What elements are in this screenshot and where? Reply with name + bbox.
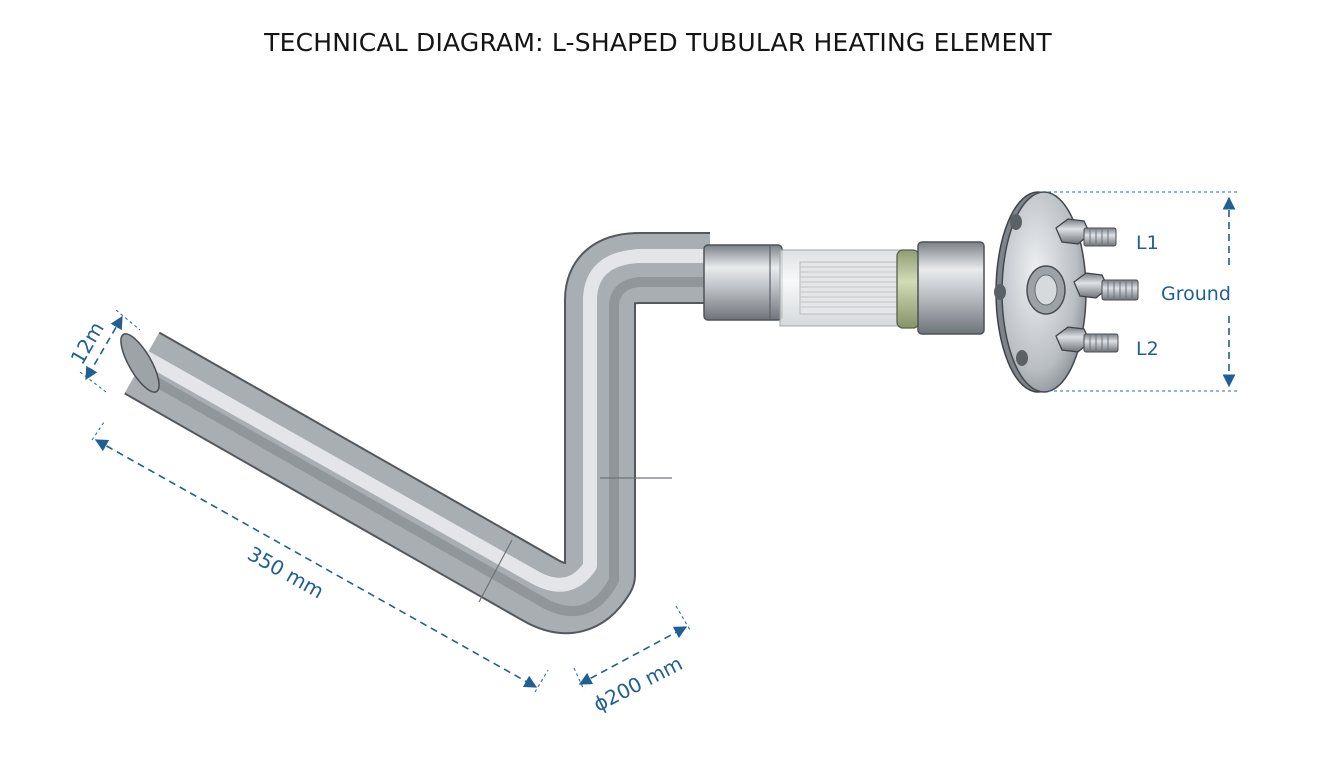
label-l2: L2 (1136, 338, 1159, 360)
straight-length-dimension (91, 421, 549, 693)
label-l1: L1 (1136, 232, 1159, 254)
flange-hole (1010, 214, 1022, 230)
flange-hole (994, 284, 1006, 300)
tube-diameter-dimension (79, 309, 141, 393)
tube-sleeve (703, 244, 783, 321)
terminal-l2 (1055, 326, 1119, 353)
bend-diameter-dimension (573, 605, 691, 691)
terminal-sleeve (917, 241, 985, 335)
terminal-l1 (1055, 218, 1117, 247)
gasket (896, 249, 920, 329)
diagram-title: TECHNICAL DIAGRAM: L-SHAPED TUBULAR HEAT… (264, 28, 1052, 57)
terminal-ground (1073, 272, 1139, 301)
label-ground: Ground (1161, 283, 1231, 305)
threaded-section (779, 249, 905, 327)
tube-diameter-label: 12m (66, 318, 109, 369)
flange-height-dimension (1048, 191, 1240, 392)
flange-hole (1016, 350, 1028, 366)
heating-tube (120, 232, 710, 635)
bend-diameter-label: ϕ200 mm (589, 651, 686, 716)
straight-length-label: 350 mm (244, 541, 328, 603)
